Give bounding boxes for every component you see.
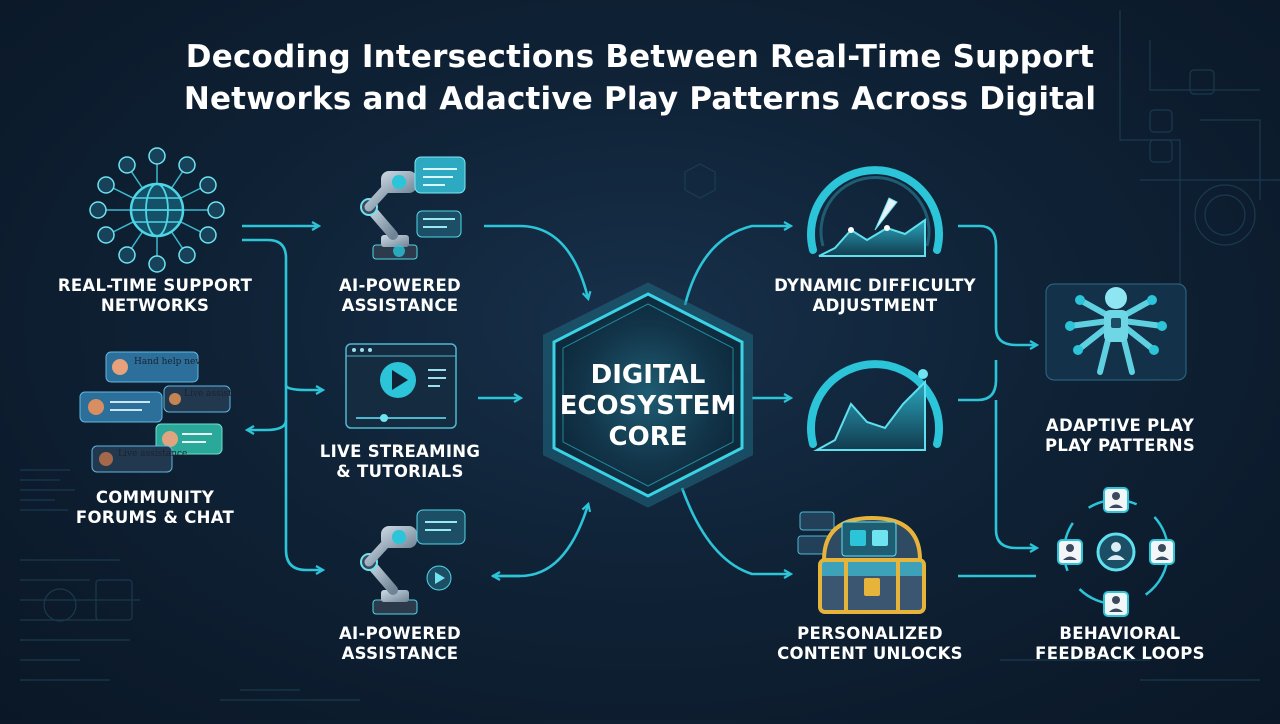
robot-arm-icon	[360, 156, 466, 260]
bubble-text-1: Hand help new?	[134, 357, 208, 367]
bubble-text-3: Live assistance	[118, 449, 187, 459]
label-feedback-loops: BEHAVIORAL FEEDBACK LOOPS	[1035, 624, 1205, 663]
label-support-networks: REAL-TIME SUPPORT NETWORKS	[57, 276, 253, 315]
gauge-chart-icon	[807, 360, 943, 451]
connector-support-to-ai-bottom	[242, 238, 322, 570]
label-personalized-unlocks: PERSONALIZED CONTENT UNLOCKS	[777, 624, 963, 663]
globe-network-icon	[89, 147, 225, 273]
label-dynamic-difficulty: DYNAMIC DIFFICULTY ADJUSTMENT	[774, 276, 976, 315]
page-title: Decoding Intersections Between Real-Time…	[140, 36, 1140, 120]
label-live-streaming: LIVE STREAMING & TUTORIALS	[319, 442, 481, 481]
core-label: DIGITAL ECOSYSTEM CORE	[559, 360, 737, 452]
connector-ai-to-core	[484, 224, 588, 298]
chat-bubbles-icon: Hand help new? Live assistance Live assi…	[79, 351, 253, 473]
connector-core-to-difficulty	[683, 226, 790, 306]
user-cycle-icon	[1057, 487, 1175, 617]
humanoid-robot-icon	[1045, 283, 1187, 381]
label-ai-assistance-bottom: AI-POWERED ASSISTANCE	[338, 624, 462, 663]
label-ai-assistance-top: AI-POWERED ASSISTANCE	[338, 276, 462, 315]
robot-arm-icon	[360, 509, 466, 615]
video-player-icon	[345, 343, 457, 429]
connector-difficulty-to-adaptive	[958, 224, 1036, 345]
gauge-chart-icon	[807, 166, 943, 257]
label-adaptive-play: ADAPTIVE PLAY PLAY PATTERNS	[1044, 416, 1195, 455]
title-line-2: Networks and Adactive Play Patterns Acro…	[183, 81, 1097, 117]
hexagon-core-icon	[543, 282, 753, 508]
connector-to-community	[248, 419, 288, 430]
label-community: COMMUNITY FORUMS & CHAT	[75, 488, 235, 527]
connector-ai-bottom-to-core	[492, 505, 588, 578]
connectors	[242, 226, 1036, 576]
title-line-1: Decoding Intersections Between Real-Time…	[185, 39, 1095, 75]
treasure-chest-icon	[797, 511, 926, 614]
connector-support-to-streaming	[284, 384, 322, 390]
bubble-text-2: Live assistance	[184, 389, 253, 399]
circuit-decoration	[20, 10, 1280, 701]
connector-core-to-unlocks	[680, 487, 790, 574]
connector-to-feedback	[994, 400, 1036, 548]
